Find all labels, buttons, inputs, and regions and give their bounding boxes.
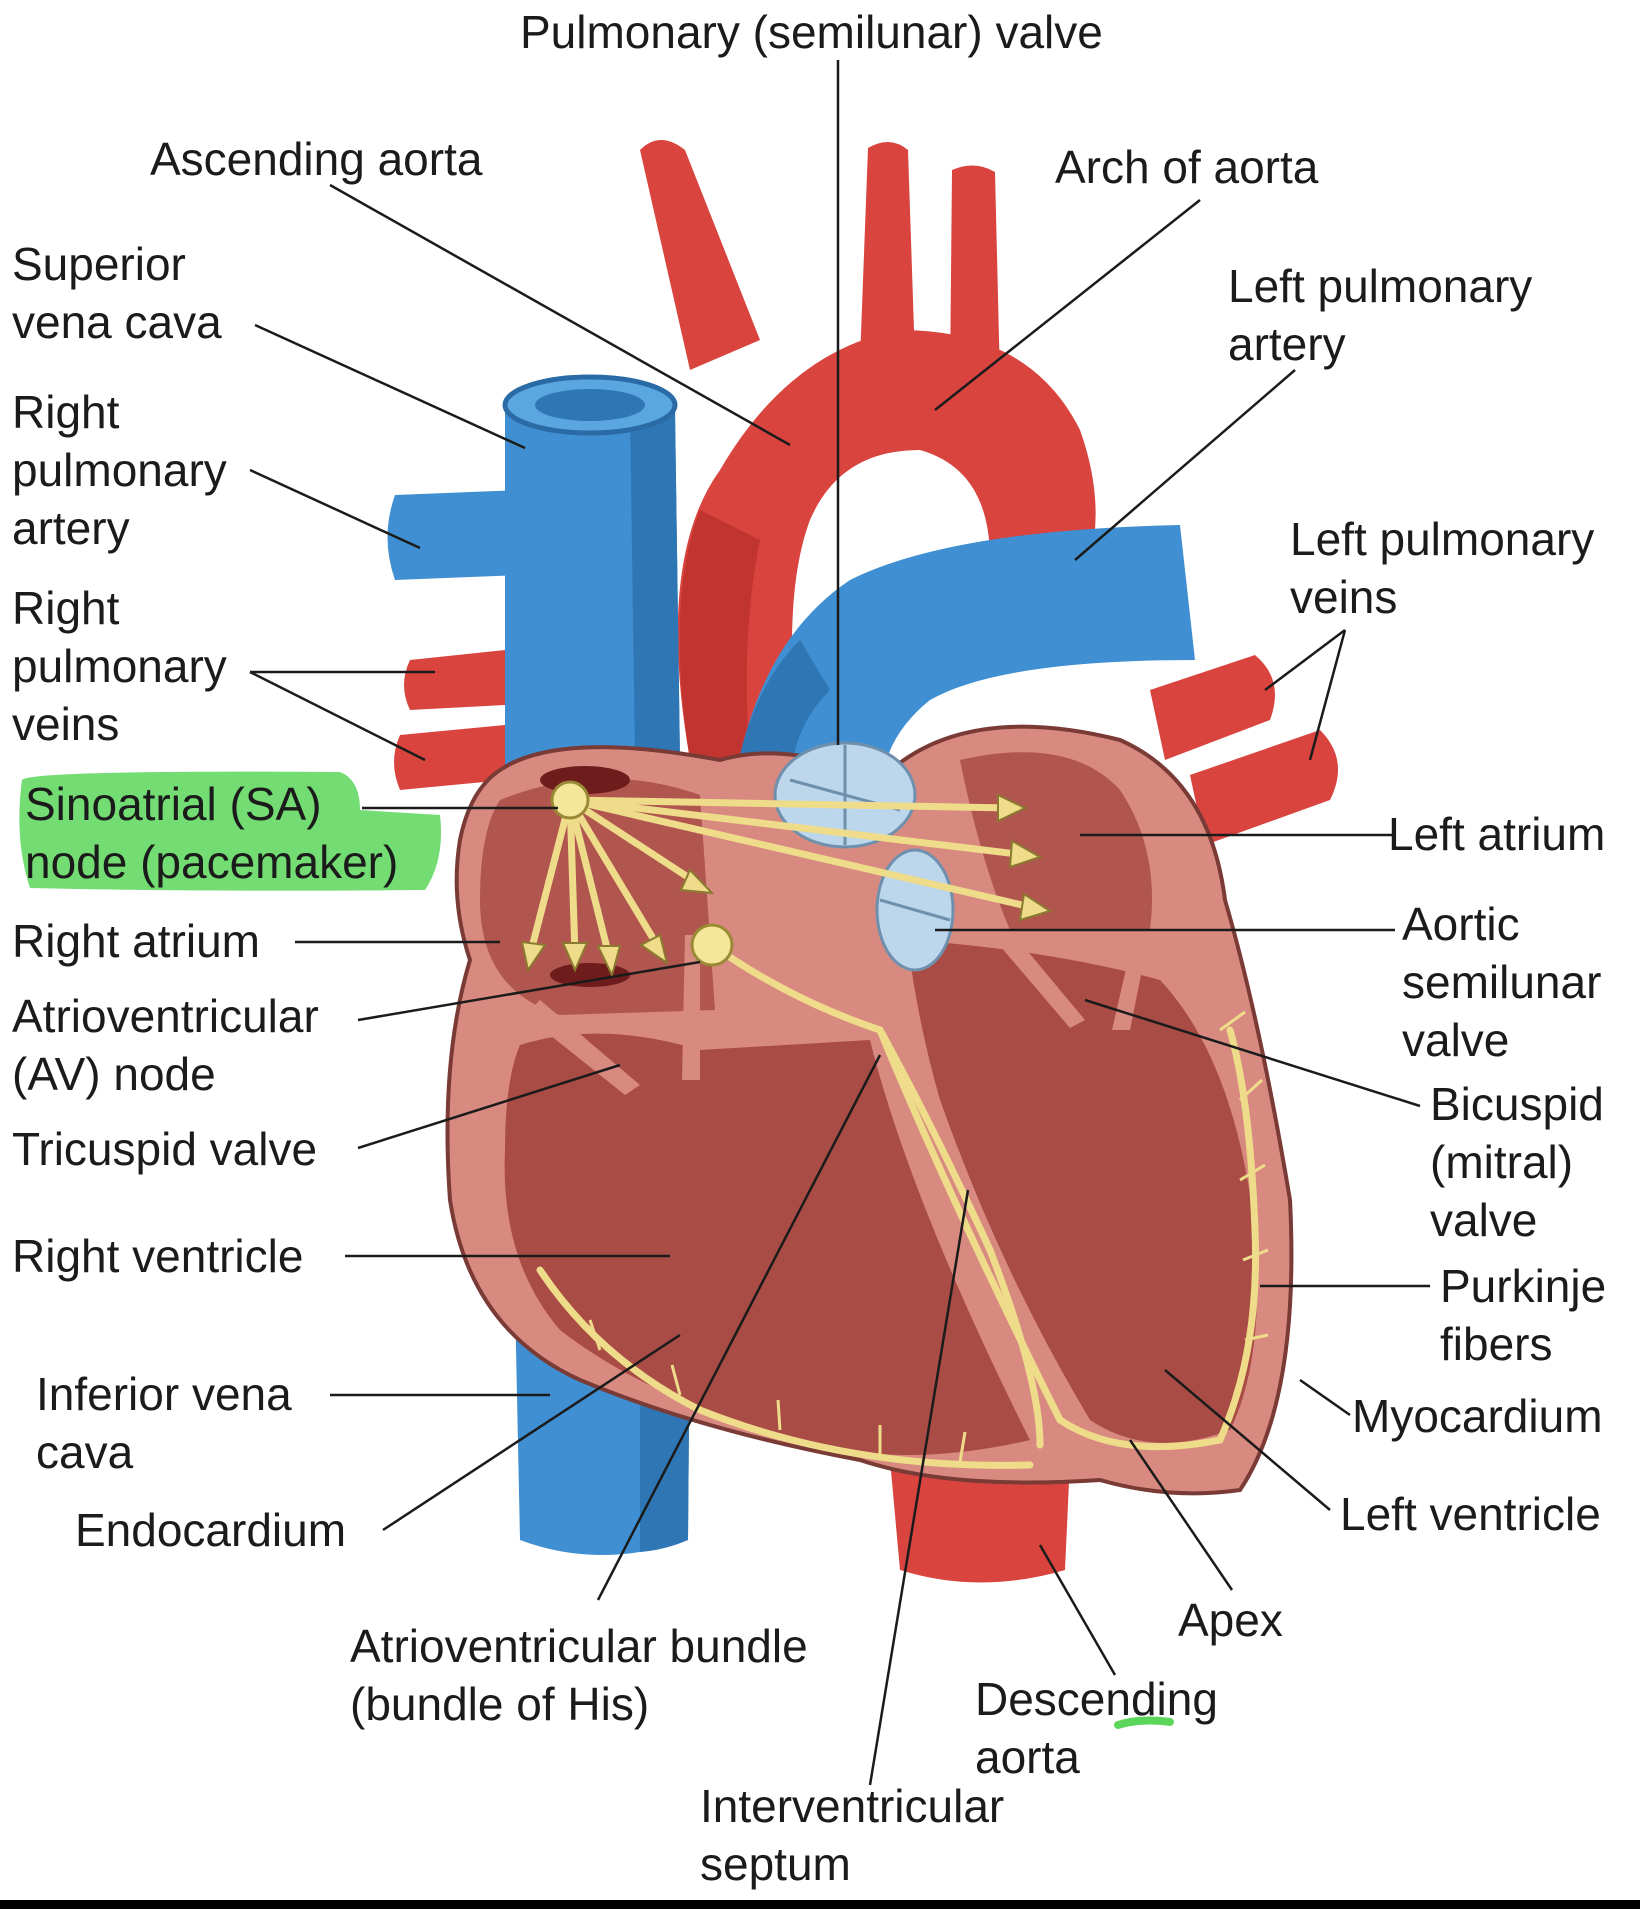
label-descending-aorta-2: aorta	[975, 1731, 1080, 1783]
frame-bottom	[0, 1900, 1640, 1909]
right-pulmonary-vein-lower	[394, 725, 505, 790]
label-interventricular-septum-2: septum	[700, 1838, 851, 1890]
purkinje-branches	[588, 1010, 1269, 1463]
label-arch-of-aorta: Arch of aorta	[1055, 141, 1319, 193]
left-common-carotid	[860, 141, 915, 360]
descending-underline-highlight	[1114, 1716, 1174, 1729]
label-left-ventricle: Left ventricle	[1340, 1488, 1601, 1540]
sa-arrowheads	[520, 793, 1053, 978]
left-ventricle-chamber	[909, 940, 1258, 1443]
mitral-flap	[995, 930, 1085, 1028]
label-tricuspid-valve: Tricuspid valve	[12, 1123, 317, 1175]
label-interventricular-septum-1: Interventricular	[700, 1780, 1004, 1832]
aortic-arch-shade	[679, 510, 760, 760]
label-sa-node-2: node (pacemaker)	[25, 836, 398, 888]
label-right-pulmonary-veins-3: veins	[12, 698, 119, 750]
label-left-pulmonary-veins-2: veins	[1290, 571, 1397, 623]
label-apex: Apex	[1178, 1594, 1283, 1646]
label-right-ventricle: Right ventricle	[12, 1230, 303, 1282]
label-inferior-vena-cava-1: Inferior vena	[36, 1368, 292, 1420]
tricuspid-flap	[525, 1000, 640, 1095]
label-sa-node-1: Sinoatrial (SA)	[25, 778, 322, 830]
label-purkinje-fibers-2: fibers	[1440, 1318, 1552, 1370]
label-aortic-valve-1: Aortic	[1402, 898, 1520, 950]
left-subclavian	[950, 165, 1000, 380]
svc-lumen	[535, 389, 645, 421]
right-pulmonary-artery-vessel	[387, 490, 520, 580]
label-right-pulmonary-artery-1: Right	[12, 386, 120, 438]
descending-aorta-vessel	[890, 1460, 1070, 1583]
label-right-pulmonary-artery-3: artery	[12, 502, 130, 554]
tricuspid-flap-2	[682, 935, 700, 1080]
label-bicuspid-valve-2: (mitral)	[1430, 1136, 1573, 1188]
label-right-pulmonary-artery-2: pulmonary	[12, 444, 227, 496]
label-right-pulmonary-veins-2: pulmonary	[12, 640, 227, 692]
left-atrium-chamber	[960, 752, 1152, 930]
brachiocephalic-artery	[640, 140, 760, 370]
sa-label-highlight	[19, 771, 441, 891]
label-aortic-valve-2: semilunar	[1402, 956, 1601, 1008]
label-endocardium: Endocardium	[75, 1504, 346, 1556]
label-descending-aorta-1: Descending	[975, 1673, 1218, 1725]
label-pulmonary-valve: Pulmonary (semilunar) valve	[520, 6, 1103, 58]
left-pulmonary-vein-upper	[1150, 655, 1275, 760]
label-av-node-2: (AV) node	[12, 1048, 216, 1100]
label-av-node-1: Atrioventricular	[12, 990, 319, 1042]
label-superior-vena-cava-2: vena cava	[12, 296, 222, 348]
right-pulmonary-vein-upper	[404, 650, 505, 710]
label-ascending-aorta: Ascending aorta	[150, 133, 483, 185]
sa-node	[550, 780, 590, 820]
av-node	[690, 923, 734, 967]
aortic-valve-cusps	[879, 898, 951, 922]
right-ventricle-chamber	[504, 1033, 1031, 1455]
label-left-pulmonary-artery-2: artery	[1228, 318, 1346, 370]
label-av-bundle-1: Atrioventricular bundle	[350, 1620, 808, 1672]
label-inferior-vena-cava-2: cava	[36, 1426, 134, 1478]
svc-shade	[630, 410, 680, 762]
label-purkinje-fibers-1: Purkinje	[1440, 1260, 1606, 1312]
label-bicuspid-valve-3: valve	[1430, 1194, 1537, 1246]
label-bicuspid-valve-1: Bicuspid	[1430, 1078, 1604, 1130]
interventricular-septum-wall	[870, 960, 1090, 1440]
label-right-pulmonary-veins-1: Right	[12, 582, 120, 634]
left-pulmonary-vein-lower	[1190, 730, 1338, 845]
label-right-atrium: Right atrium	[12, 915, 260, 967]
label-aortic-valve-3: valve	[1402, 1014, 1509, 1066]
leader-lines	[249, 60, 1430, 1786]
mitral-flap-2	[1112, 930, 1150, 1030]
label-superior-vena-cava-1: Superior	[12, 238, 186, 290]
conduction-system	[526, 796, 1260, 1469]
label-left-atrium: Left atrium	[1388, 808, 1605, 860]
label-myocardium: Myocardium	[1352, 1390, 1603, 1442]
label-left-pulmonary-veins-1: Left pulmonary	[1290, 513, 1594, 565]
pulmonary-trunk	[735, 525, 1195, 800]
label-left-pulmonary-artery-1: Left pulmonary	[1228, 260, 1532, 312]
label-av-bundle-2: (bundle of His)	[350, 1678, 649, 1730]
